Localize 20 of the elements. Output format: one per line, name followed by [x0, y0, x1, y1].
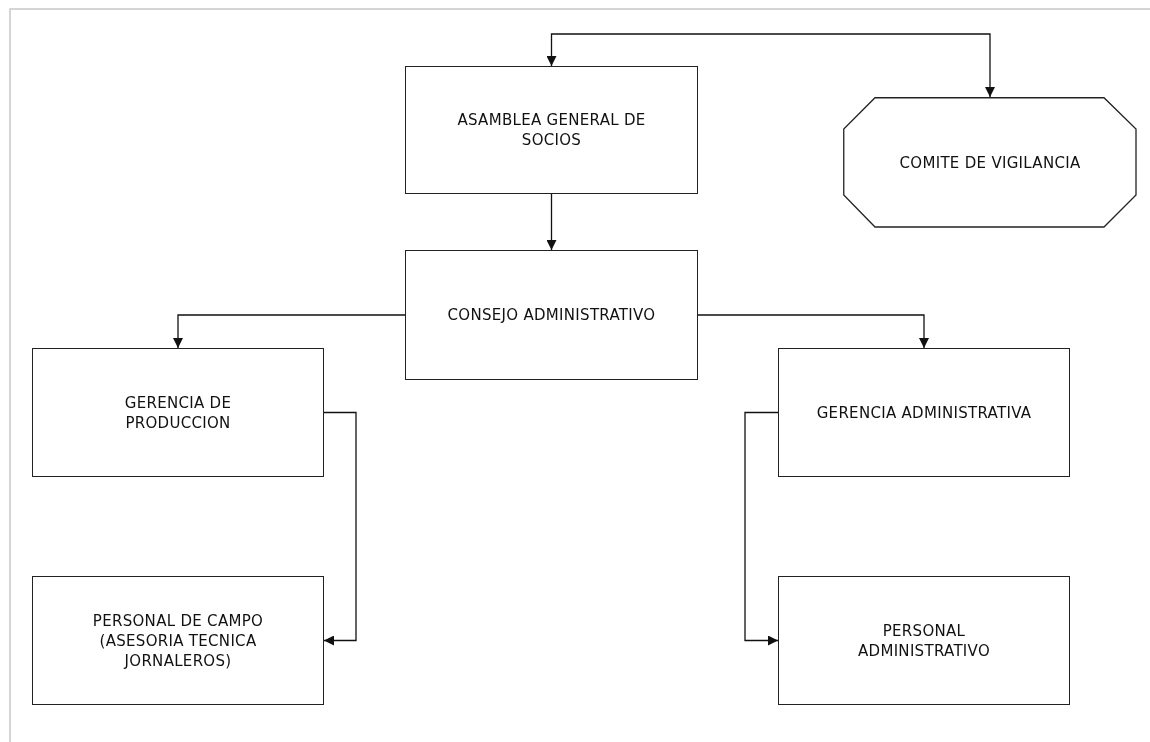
org-box — [32, 348, 324, 477]
org-box — [778, 348, 1070, 477]
node-label: CONSEJO ADMINISTRATIVO — [447, 305, 656, 325]
arrow — [546, 193, 557, 251]
node-label: GERENCIA DE PRODUCCION — [123, 392, 233, 433]
arrow — [744, 411, 779, 646]
org-box — [32, 576, 324, 705]
node-label: PERSONAL ADMINISTRATIVO — [857, 620, 991, 661]
octagon-shape — [843, 97, 1137, 228]
node-label: ASAMBLEA GENERAL DE SOCIOS — [456, 110, 647, 150]
org-box — [778, 576, 1070, 705]
node-label: GERENCIA ADMINISTRATIVA — [816, 402, 1032, 423]
arrow — [323, 411, 357, 646]
node-label: COMITE DE VIGILANCIA — [899, 152, 1081, 173]
org-box — [405, 250, 698, 380]
arrow — [173, 314, 406, 349]
node-label: PERSONAL DE CAMPO (ASESORIA TECNICA JORNALEROS) — [91, 610, 265, 671]
arrow — [546, 33, 995, 98]
arrow — [697, 314, 929, 349]
org-box — [405, 66, 698, 194]
